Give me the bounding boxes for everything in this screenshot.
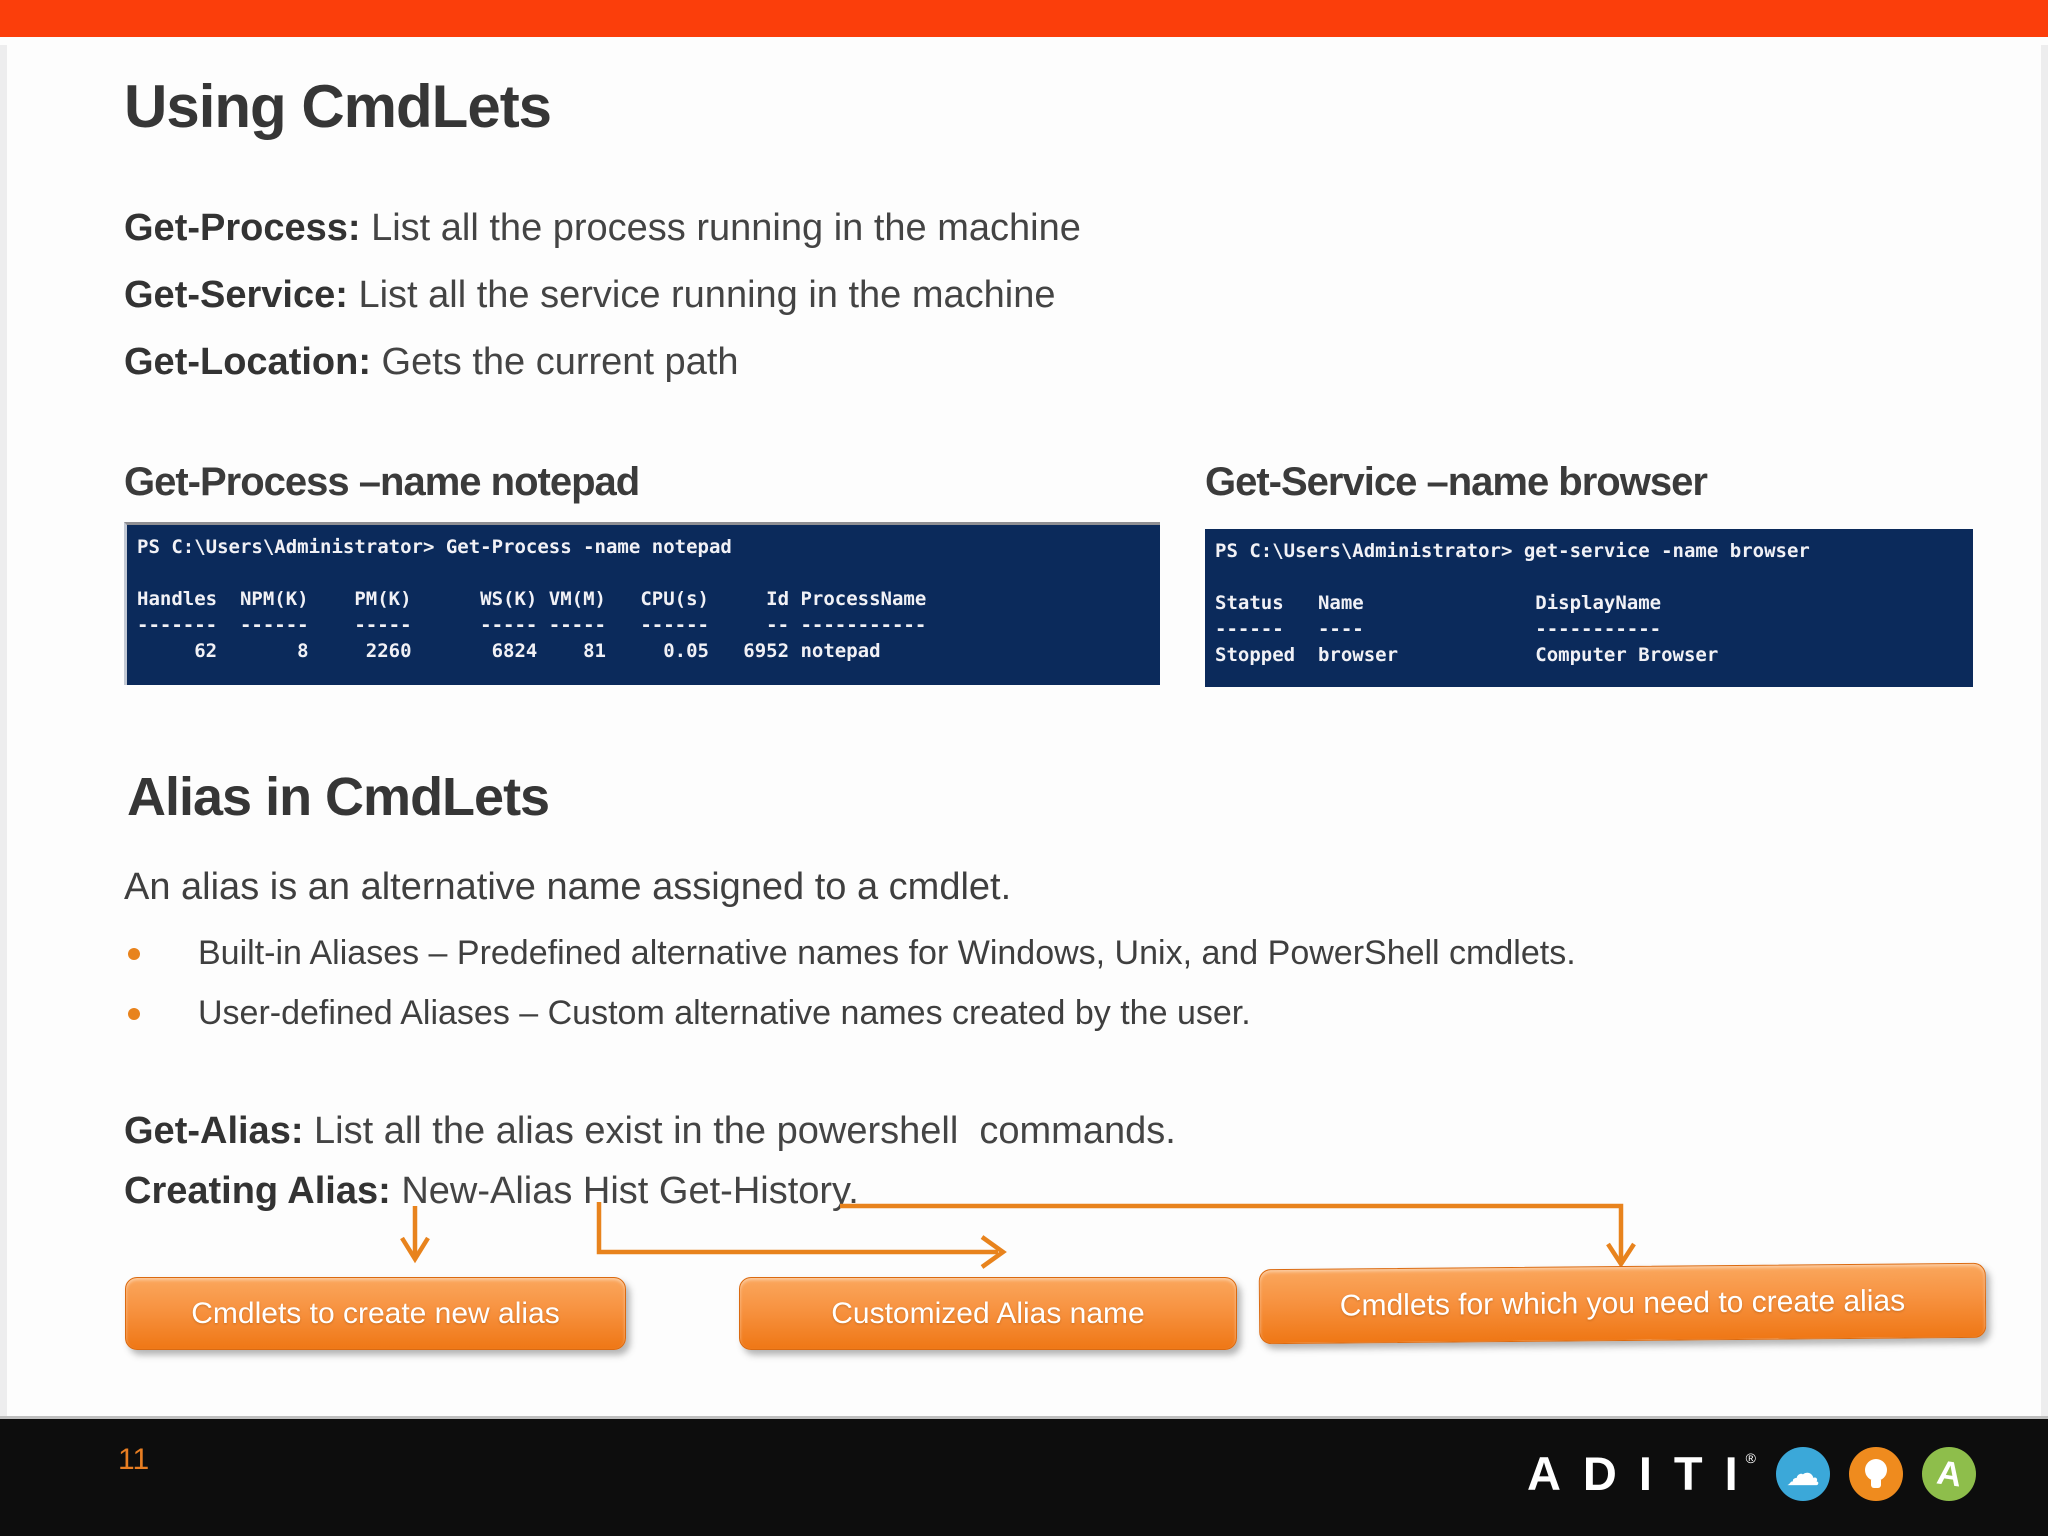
alias-line-get-alias: Get-Alias: List all the alias exist in t… [124,1110,1176,1153]
top-bar-shadow [0,37,2048,45]
terminal-line: ------ ---- ----------- [1215,618,1662,640]
top-accent-bar [0,0,2048,37]
bullet-icon [128,948,140,960]
callout-customized-alias-name: Customized Alias name [739,1277,1237,1350]
page-number: 11 [118,1443,150,1476]
brand-wordmark: ADITI [1526,1447,1760,1500]
lightbulb-icon [1849,1447,1903,1501]
brand-logo: ADITI ® ☁ A [1527,1447,1976,1501]
footer-bar: 11 ADITI ® ☁ A [0,1419,2048,1536]
terminal-line: Stopped browser Computer Browser [1215,644,1719,666]
powershell-terminal-get-service: PS C:\Users\Administrator> get-service -… [1205,529,1973,687]
page-title: Using CmdLets [124,73,552,140]
callout-text: Cmdlets for which you need to create ali… [1339,1284,1906,1322]
definition-get-location: Get-Location: Gets the current path [124,341,739,384]
definition-label: Get-Process: [124,207,361,249]
bullet-built-in-aliases: Built-in Aliases – Predefined alternativ… [128,934,1576,973]
terminal-line [1215,564,1973,590]
slide-edge-right [2041,45,2048,1419]
alias-line-creating-alias: Creating Alias: New-Alias Hist Get-Histo… [124,1170,859,1213]
terminal-line: PS C:\Users\Administrator> Get-Process -… [137,536,732,558]
footer-divider [0,1416,2048,1419]
terminal-line: ------- ------ ----- ----- ----- ------ … [137,614,927,636]
alias-line-label: Creating Alias: [124,1170,391,1212]
arrow-new-alias-head [400,1236,430,1264]
compass-a-icon: A [1922,1447,1976,1501]
arrow-get-history-head [1606,1242,1636,1269]
bullet-text: Built-in Aliases – Predefined alternativ… [198,934,1576,972]
callout-text: Customized Alias name [831,1296,1145,1330]
registered-trademark-icon: ® [1745,1450,1756,1466]
terminal-line: 62 8 2260 6824 81 0.05 6952 notepad [137,640,881,662]
powershell-terminal-get-process: PS C:\Users\Administrator> Get-Process -… [124,522,1160,685]
terminal-line [137,560,1160,586]
alias-line-text: New-Alias Hist Get-History. [390,1170,859,1212]
definition-text: List all the service running in the mach… [347,274,1056,316]
alias-line-text: List all the alias exist in the powershe… [303,1110,1176,1152]
slide-edge-left [0,45,7,1419]
brand-icon-row: ☁ A [1776,1447,1976,1501]
example-heading-get-process: Get-Process –name notepad [124,460,640,504]
terminal-line: PS C:\Users\Administrator> get-service -… [1215,540,1810,562]
terminal-line: Status Name DisplayName [1215,592,1662,614]
definition-label: Get-Service: [124,274,348,316]
example-heading-get-service: Get-Service –name browser [1205,460,1708,504]
definition-text: List all the process running in the mach… [360,207,1081,249]
arrow-get-history-elbow [840,1203,1624,1260]
section-heading-alias: Alias in CmdLets [127,767,550,827]
callout-text: Cmdlets to create new alias [191,1296,560,1330]
alias-line-label: Get-Alias: [124,1110,304,1152]
terminal-line: Handles NPM(K) PM(K) WS(K) VM(M) CPU(s) … [137,588,927,610]
cloud-icon: ☁ [1776,1447,1830,1501]
bullet-text: User-defined Aliases – Custom alternativ… [198,994,1251,1032]
bullet-icon [128,1008,140,1020]
callout-cmdlets-need-alias: Cmdlets for which you need to create ali… [1258,1262,1987,1345]
arrow-hist-head [980,1235,1007,1269]
definition-text: Gets the current path [370,341,739,383]
definition-get-process: Get-Process: List all the process runnin… [124,207,1081,250]
callout-create-new-alias: Cmdlets to create new alias [125,1277,626,1350]
bullet-user-defined-aliases: User-defined Aliases – Custom alternativ… [128,994,1251,1033]
definition-get-service: Get-Service: List all the service runnin… [124,274,1056,317]
alias-intro: An alias is an alternative name assigned… [124,866,1012,908]
definition-label: Get-Location: [124,341,371,383]
